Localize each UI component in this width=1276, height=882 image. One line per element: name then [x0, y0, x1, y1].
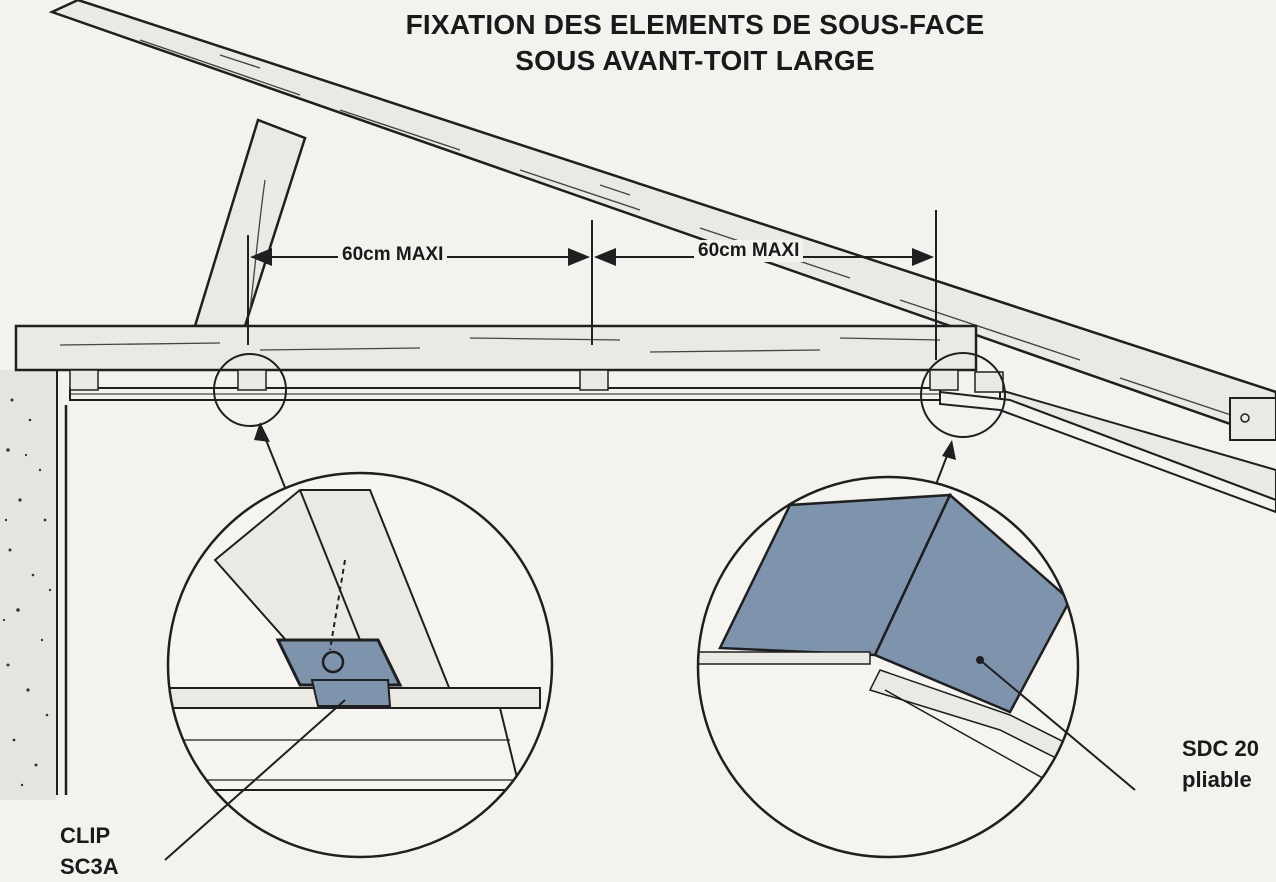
soffit-rail — [69, 369, 1276, 514]
detail-view-profile — [696, 475, 1136, 859]
callout-sdc-line1: SDC 20 — [1182, 736, 1260, 761]
diagonal-strut — [193, 118, 307, 328]
callout-sdc-line2: pliable — [1182, 767, 1252, 792]
diagram-title-line1: FIXATION DES ELEMENTS DE SOUS-FACE — [405, 9, 985, 40]
callout-clip-line1: CLIP — [60, 823, 111, 848]
detail-view-clip — [164, 471, 554, 861]
callout-sdc: SDC 20 pliable — [1182, 733, 1259, 795]
callout-clip: CLIP SC3A — [60, 820, 119, 882]
diagram-title-line2: SOUS AVANT-TOIT LARGE — [515, 45, 875, 76]
callout-clip-line2: SC3A — [60, 854, 119, 879]
tie-beam — [14, 324, 978, 372]
masonry-wall — [0, 370, 68, 800]
dimension-label-right: 60cm MAXI — [694, 240, 804, 262]
dimension-label-left: 60cm MAXI — [338, 244, 448, 266]
